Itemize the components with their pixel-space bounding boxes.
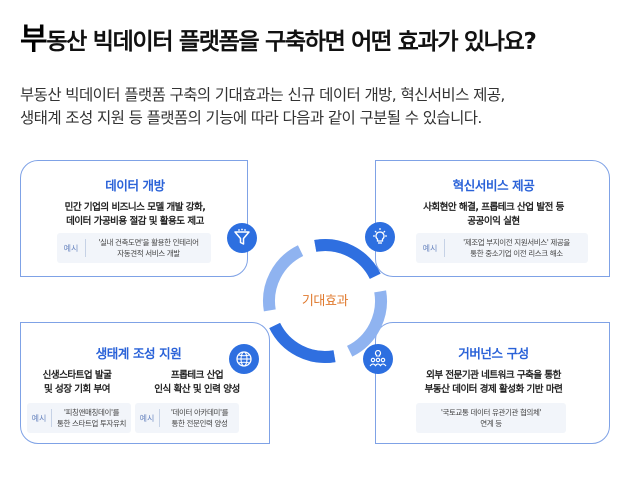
example-line: 통한 전문인력 양성 (171, 419, 228, 428)
card-data-open: 데이터 개방 민간 기업의 비즈니스 모델 개발 강화, 데이터 가공비용 절감… (20, 160, 248, 277)
desc-line: 신생스타트업 발굴 (42, 370, 112, 381)
example-line: '국토교통 데이터 유관기관 협의체' (440, 408, 542, 417)
example-label: 예시 (139, 413, 155, 423)
example-line: 연계 등 (480, 419, 502, 428)
example-governance: '국토교통 데이터 유관기관 협의체' 연계 등 (416, 403, 566, 433)
title-rest: 동산 빅데이터 플랫폼을 구축하면 어떤 효과가 있나요? (46, 29, 537, 55)
desc-line: 데이터 가공비용 절감 및 활용도 제고 (66, 216, 204, 227)
example-data-open: 예시 '실내 건축도면'을 활용한 인테리어 자동견적 서비스 개발 (57, 233, 211, 263)
card-title-innovation: 혁신서비스 제공 (452, 178, 535, 193)
example-line: 통한 중소기업 이전 리스크 해소 (470, 249, 563, 258)
center-label: 기대효과 (301, 294, 349, 309)
example-label: 예시 (63, 243, 79, 253)
example-label: 예시 (422, 243, 438, 253)
desc-line: 및 성장 기회 부여 (43, 384, 111, 395)
card-desc-data-open: 민간 기업의 비즈니스 모델 개발 강화, 데이터 가공비용 절감 및 활용도 … (21, 201, 249, 229)
example-divider (51, 409, 52, 427)
card-title-ecosystem: 생태계 조성 지원 (95, 346, 182, 361)
lightbulb-icon (365, 222, 395, 252)
page-title: 부동산 빅데이터 플랫폼을 구축하면 어떤 효과가 있나요? (20, 14, 620, 57)
globe-icon (229, 344, 259, 374)
example-line: '실내 건축도면'을 활용한 인테리어 (98, 238, 199, 247)
example-text: '데이터 아카데미'를 통한 전문인력 양성 (160, 407, 239, 429)
card-desc-ecosystem-startup: 신생스타트업 발굴 및 성장 기회 부여 (21, 369, 133, 397)
desc-line: 부동산 데이터 경제 활성화 기반 마련 (424, 384, 563, 395)
intro-line-2: 생태계 조성 지원 등 플랫폼의 기능에 따라 다음과 같이 구분될 수 있습니… (20, 109, 482, 127)
example-ecosystem-startup: 예시 '피칭앤매칭데이'를 통한 스타트업 투자유치 (27, 403, 131, 433)
example-divider (444, 239, 445, 257)
example-ecosystem-academy: 예시 '데이터 아카데미'를 통한 전문인력 양성 (135, 403, 239, 433)
desc-line: 프롭테크 산업 (170, 370, 224, 381)
intro-text: 부동산 빅데이터 플랫폼 구축의 기대효과는 신규 데이터 개방, 혁신서비스 … (20, 84, 620, 130)
card-desc-innovation: 사회현안 해결, 프롭테크 산업 발전 등 공공이익 실현 (376, 201, 611, 229)
title-first-char: 부 (20, 22, 48, 57)
example-text: '제조업 부지이전 지원서비스' 제공을 통한 중소기업 이전 리스크 해소 (445, 237, 588, 259)
card-title-data-open: 데이터 개방 (105, 178, 165, 193)
people-lightbulb-icon (363, 344, 393, 374)
card-title-governance: 거버넌스 구성 (458, 346, 529, 361)
example-line: 자동견적 서비스 개발 (117, 249, 180, 258)
card-ecosystem: 생태계 조성 지원 신생스타트업 발굴 및 성장 기회 부여 프롭테크 산업 인… (20, 322, 270, 444)
example-label: 예시 (31, 413, 47, 423)
card-governance: 거버넌스 구성 외부 전문기관 네트워크 구축을 통한 부동산 데이터 경제 활… (375, 322, 610, 444)
intro-line-1: 부동산 빅데이터 플랫폼 구축의 기대효과는 신규 데이터 개방, 혁신서비스 … (20, 86, 505, 104)
card-desc-governance: 외부 전문기관 네트워크 구축을 통한 부동산 데이터 경제 활성화 기반 마련 (376, 369, 611, 397)
example-text: '국토교통 데이터 유관기관 협의체' 연계 등 (416, 407, 566, 429)
desc-line: 공공이익 실현 (467, 216, 520, 227)
example-line: '피칭앤매칭데이'를 (63, 408, 120, 417)
desc-line: 외부 전문기관 네트워크 구축을 통한 (426, 370, 561, 381)
example-line: '제조업 부지이전 지원서비스' 제공을 (463, 238, 570, 247)
example-line: 통한 스타트업 투자유치 (57, 419, 126, 428)
card-innovation: 혁신서비스 제공 사회현안 해결, 프롭테크 산업 발전 등 공공이익 실현 예… (375, 160, 610, 277)
card-desc-ecosystem-proptech: 프롭테크 산업 인식 확산 및 인력 양성 (133, 369, 261, 397)
example-text: '실내 건축도면'을 활용한 인테리어 자동견적 서비스 개발 (86, 237, 211, 259)
desc-line: 사회현안 해결, 프롭테크 산업 발전 등 (423, 202, 564, 213)
example-line: '데이터 아카데미'를 (170, 408, 229, 417)
example-divider (159, 409, 160, 427)
example-text: '피칭앤매칭데이'를 통한 스타트업 투자유치 (52, 407, 131, 429)
example-innovation: 예시 '제조업 부지이전 지원서비스' 제공을 통한 중소기업 이전 리스크 해… (416, 233, 588, 263)
funnel-icon (227, 223, 257, 253)
desc-line: 민간 기업의 비즈니스 모델 개발 강화, (64, 202, 206, 213)
example-divider (85, 239, 86, 257)
expected-effects-ring (263, 239, 387, 363)
desc-line: 인식 확산 및 인력 양성 (154, 384, 240, 395)
